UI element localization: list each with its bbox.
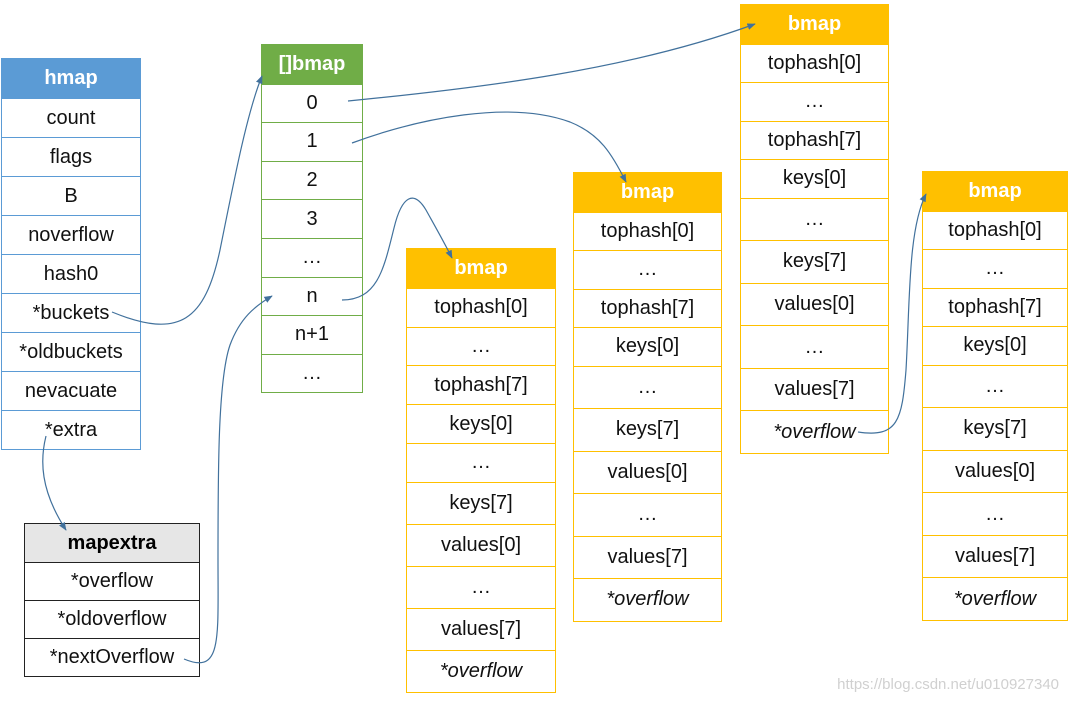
bmap-field-keys-0: keys[0] [407,404,555,443]
arrow-extra-to-mapextra [42,435,67,531]
bmap-field-values-7: values[7] [741,367,888,411]
hmap-field-oldbuckets: *oldbuckets [2,332,140,371]
bucket-slot-n-plus-1: n+1 [262,315,362,354]
bmap-field-ellipsis: … [923,492,1067,535]
bmap-field-overflow: *overflow [407,649,555,692]
bucket-slot-ellipsis: … [262,237,362,277]
bmap-field-overflow: *overflow [923,577,1067,620]
bmap-field-keys-7: keys[7] [741,240,888,283]
bmap-field-ellipsis: … [574,365,721,409]
buckets-header: []bmap [262,45,362,84]
bmap-header: bmap [741,5,888,44]
bmap-field-ellipsis: … [741,197,888,241]
bmap-overflow-bucket: bmap tophash[0] … tophash[7] keys[0] … k… [922,171,1068,622]
hmap-field-noverflow: noverflow [2,215,140,254]
bmap-field-values-0: values[0] [923,449,1067,493]
bmap-field-overflow: *overflow [574,578,721,621]
bmap-header: bmap [574,173,721,212]
hmap-field-flags: flags [2,137,140,176]
bmap-field-ellipsis: … [741,325,888,368]
bmap-field-tophash-7: tophash[7] [407,365,555,404]
arrow-slot-n-to-bmap [341,197,453,301]
mapextra-struct: mapextra *overflow *oldoverflow *nextOve… [24,523,200,677]
bmap-bucket-0: bmap tophash[0] … tophash[7] keys[0] … k… [740,4,889,455]
bmap-field-tophash-0: tophash[0] [923,210,1067,250]
bmap-field-keys-7: keys[7] [923,407,1067,450]
bmap-field-keys-0: keys[0] [574,327,721,366]
bmap-header: bmap [407,249,555,288]
hmap-field-extra: *extra [2,410,140,449]
bmap-field-values-0: values[0] [741,282,888,326]
bmap-field-tophash-7: tophash[7] [923,287,1067,327]
mapextra-field-nextoverflow: *nextOverflow [25,638,199,676]
arrow-nextoverflow-to-slot-n [183,295,273,664]
bmap-field-ellipsis: … [923,249,1067,288]
arrow-buckets-to-array [111,75,263,325]
arrow-overflow-to-bmap [857,193,927,434]
bmap-field-ellipsis: … [407,326,555,366]
bmap-field-keys-7: keys[7] [407,481,555,524]
bmap-field-values-7: values[7] [407,607,555,650]
bmap-field-values-7: values[7] [574,535,721,579]
bmap-field-tophash-0: tophash[0] [741,43,888,83]
watermark: https://blog.csdn.net/u010927340 [837,676,1059,693]
bmap-field-values-0: values[0] [574,450,721,494]
bmap-field-keys-0: keys[0] [741,159,888,198]
arrow-slot-1-to-bmap [351,111,627,183]
bmap-field-keys-0: keys[0] [923,326,1067,365]
hmap-field-hash0: hash0 [2,254,140,293]
mapextra-header: mapextra [25,524,199,562]
bucket-slot-n: n [262,276,362,316]
bmap-field-tophash-0: tophash[0] [574,211,721,251]
bucket-slot-2: 2 [262,160,362,200]
bmap-field-ellipsis: … [407,565,555,608]
buckets-array: []bmap 0 1 2 3 … n n+1 … [261,44,363,394]
bmap-field-overflow: *overflow [741,410,888,453]
bmap-field-ellipsis: … [923,364,1067,408]
bmap-field-tophash-7: tophash[7] [741,120,888,160]
hmap-field-nevacuate: nevacuate [2,371,140,410]
bmap-field-tophash-0: tophash[0] [407,287,555,327]
hmap-header: hmap [2,59,140,98]
bucket-slot-0: 0 [262,83,362,123]
bmap-field-tophash-7: tophash[7] [574,288,721,328]
hmap-field-buckets: *buckets [2,293,140,332]
bmap-field-values-7: values[7] [923,534,1067,578]
bmap-field-keys-7: keys[7] [574,408,721,451]
hmap-field-count: count [2,98,140,137]
bmap-field-ellipsis: … [407,442,555,482]
hmap-struct: hmap count flags B noverflow hash0 *buck… [1,58,141,450]
bmap-field-ellipsis: … [741,82,888,121]
bucket-slot-3: 3 [262,199,362,238]
bmap-header: bmap [923,172,1067,211]
bmap-bucket-1: bmap tophash[0] … tophash[7] keys[0] … k… [573,172,722,622]
bmap-bucket-n: bmap tophash[0] … tophash[7] keys[0] … k… [406,248,556,693]
bmap-field-ellipsis: … [574,493,721,536]
mapextra-field-oldoverflow: *oldoverflow [25,600,199,638]
bucket-slot-ellipsis-end: … [262,353,362,393]
bmap-field-ellipsis: … [574,250,721,289]
bucket-slot-1: 1 [262,122,362,161]
arrow-slot-0-to-bmap [347,23,756,102]
mapextra-field-overflow: *overflow [25,562,199,600]
bmap-field-values-0: values[0] [407,523,555,566]
hmap-field-b: B [2,176,140,215]
